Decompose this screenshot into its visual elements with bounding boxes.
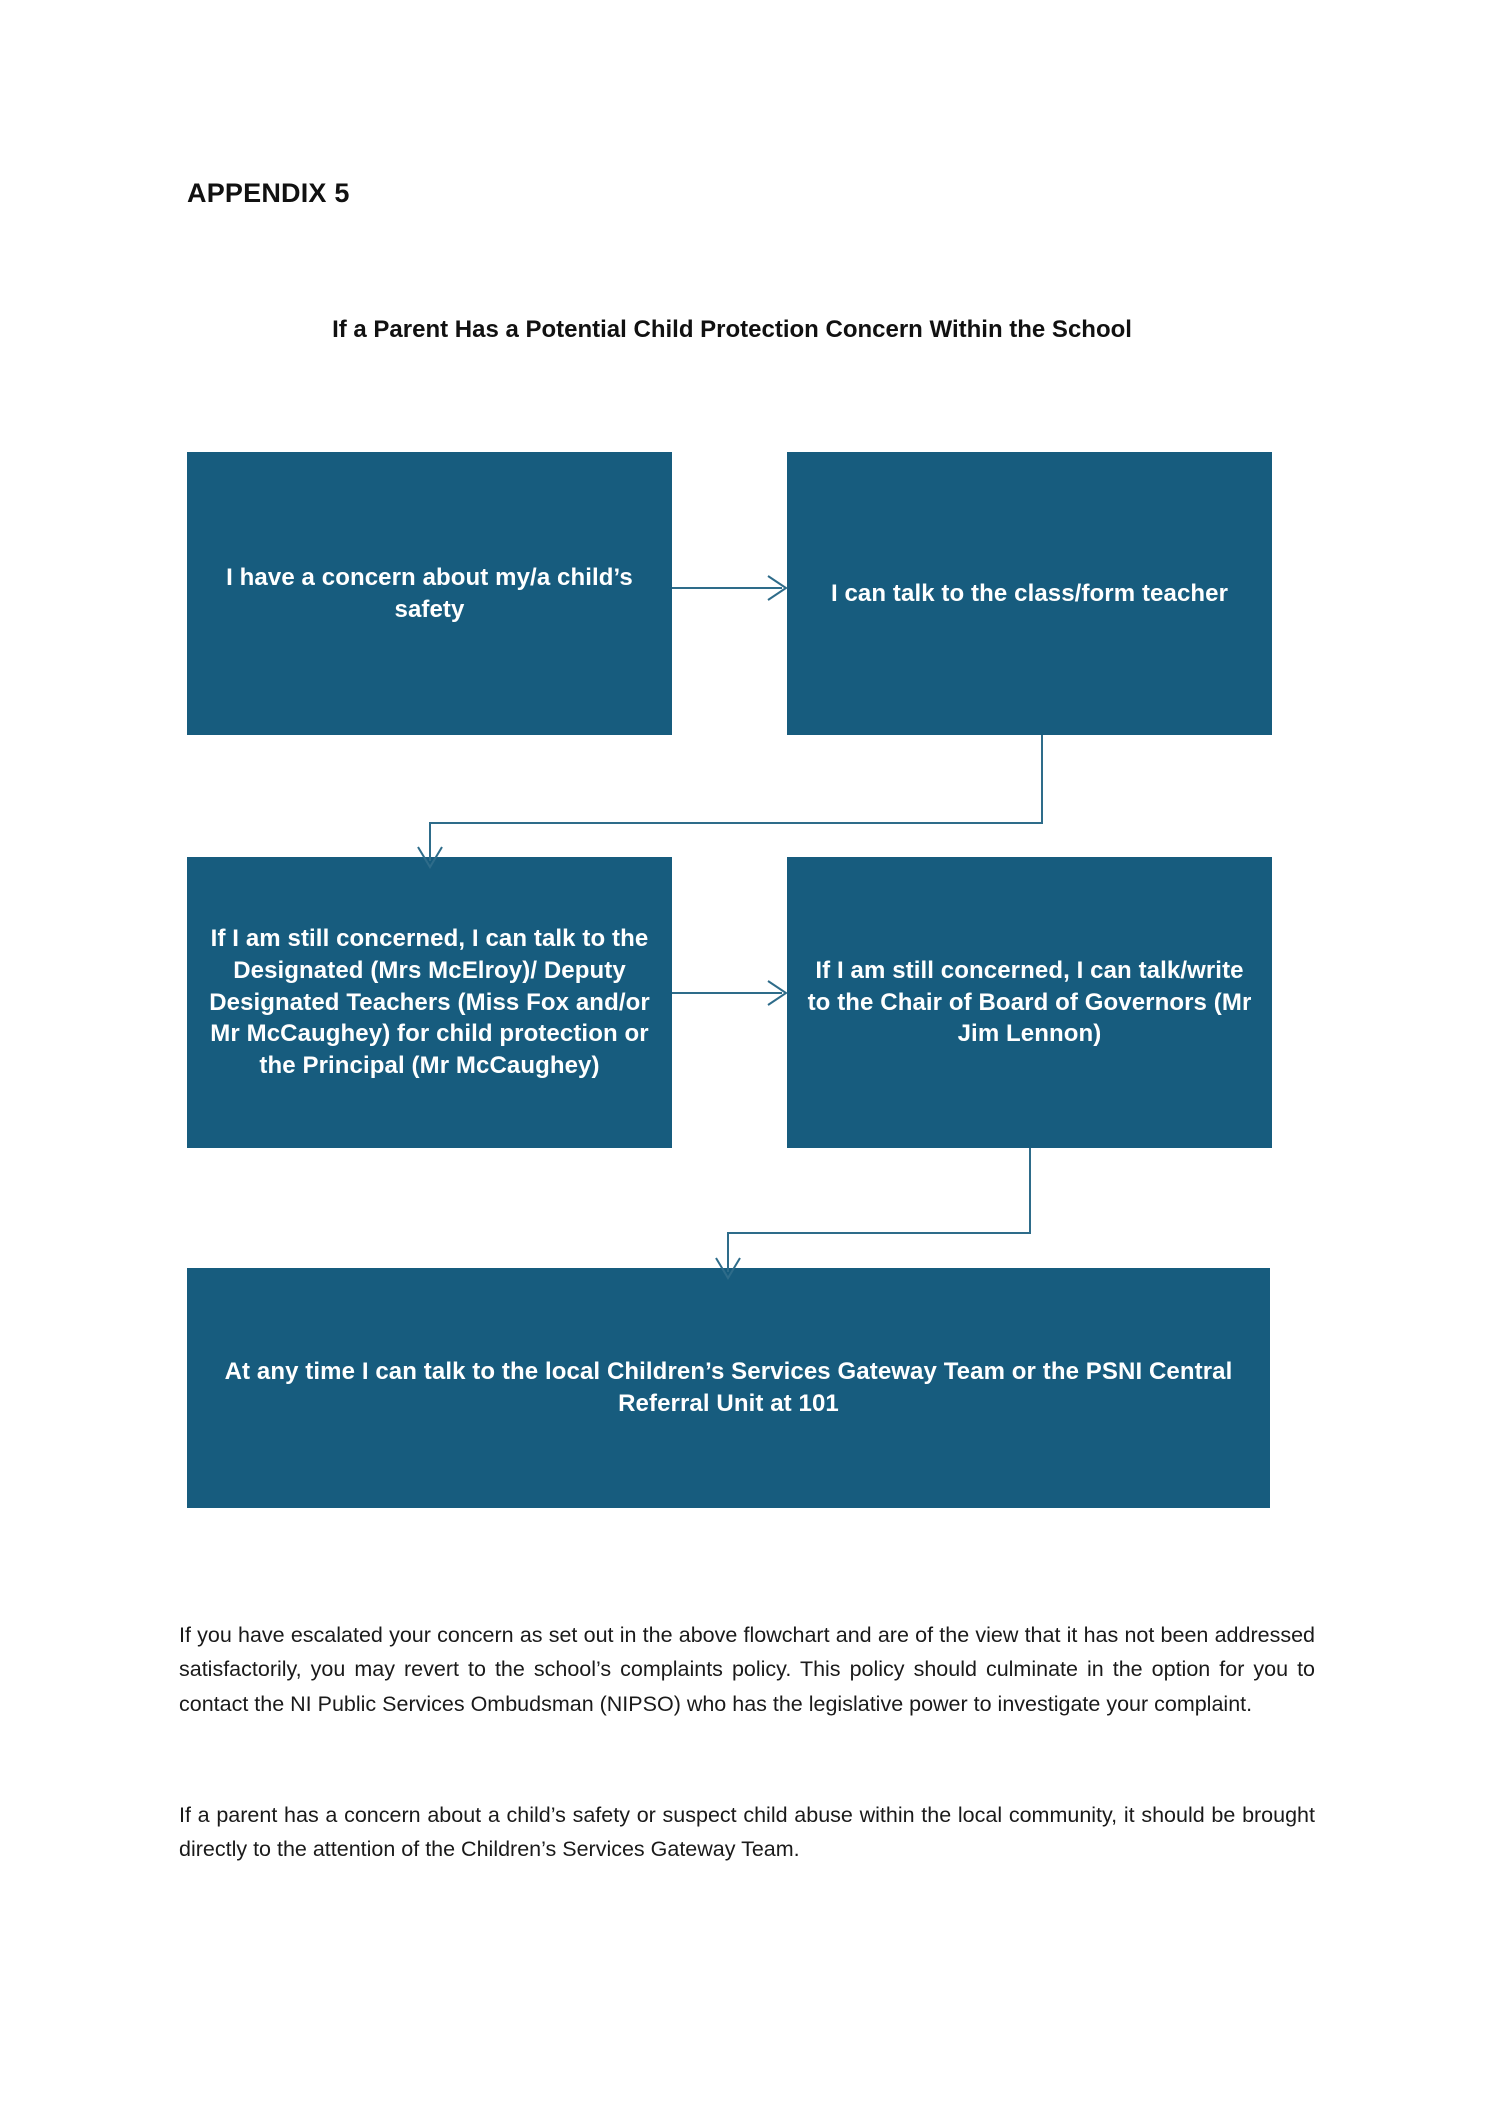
appendix-title: APPENDIX 5 xyxy=(187,178,350,208)
arrow-governors-to-gateway-team xyxy=(715,1148,1048,1288)
arrow-designated-teachers-to-governors xyxy=(672,973,792,1013)
flow-node-concern-label: I have a concern about my/a child’s safe… xyxy=(226,563,633,623)
paragraph-local-community: If a parent has a concern about a child’… xyxy=(179,1802,1315,1862)
flow-node-board-of-governors: If I am still concerned, I can talk/writ… xyxy=(787,857,1272,1148)
arrow-concern-to-teacher xyxy=(672,568,792,608)
flow-node-board-of-governors-label: If I am still concerned, I can talk/writ… xyxy=(807,956,1252,1048)
flow-node-gateway-team: At any time I can talk to the local Chil… xyxy=(187,1268,1270,1508)
arrow-teacher-to-designated-teachers xyxy=(417,735,1060,875)
flow-node-designated-teachers: If I am still concerned, I can talk to t… xyxy=(187,857,672,1148)
flow-node-concern: I have a concern about my/a child’s safe… xyxy=(187,452,672,735)
flow-node-teacher-label: I can talk to the class/form teacher xyxy=(830,579,1229,607)
flowchart-title: If a Parent Has a Potential Child Protec… xyxy=(332,316,1132,343)
flow-node-gateway-team-label: At any time I can talk to the local Chil… xyxy=(224,1358,1233,1417)
flow-node-teacher: I can talk to the class/form teacher xyxy=(787,452,1272,735)
flow-node-designated-teachers-label: If I am still concerned, I can talk to t… xyxy=(209,924,650,1080)
paragraph-escalation: If you have escalated your concern as se… xyxy=(179,1622,1315,1717)
